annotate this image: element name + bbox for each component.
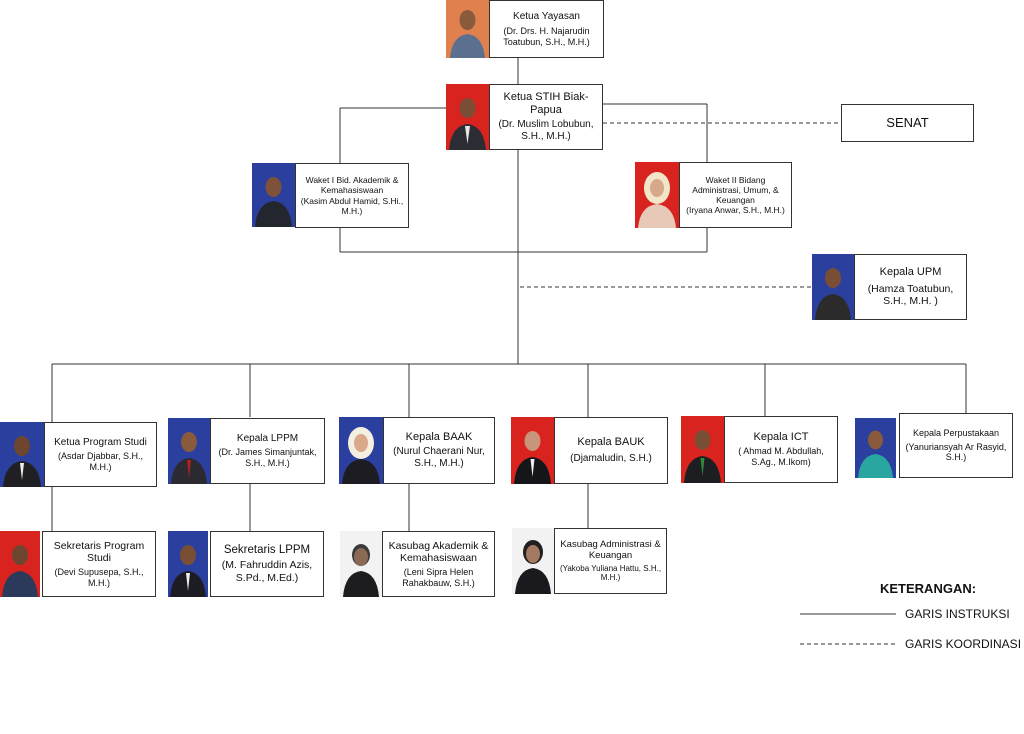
node-title: Kepala BAAK <box>405 430 473 443</box>
node-kepala-bauk: Kepala BAUK (Djamaludin, S.H.) <box>554 417 668 484</box>
node-title: Kepala LPPM <box>236 433 299 445</box>
node-person: (Dr. Muslim Lobubun, S.H., M.H.) <box>498 119 594 143</box>
legend-title: KETERANGAN: <box>880 581 977 596</box>
node-person: ( Ahmad M. Abdullah, S.Ag., M.Ikom) <box>738 446 824 468</box>
node-waket-1: Waket I Bid. Akademik & Kemahasiswaan (K… <box>295 163 409 228</box>
node-title: Ketua STIH Biak-Papua <box>503 90 589 116</box>
node-title: Waket II Bidang Administrasi, Umum, & Ke… <box>692 174 779 205</box>
node-ketua-prodi: Ketua Program Studi (Asdar Djabbar, S.H.… <box>44 422 157 487</box>
node-sekretaris-lppm: Sekretaris LPPM (M. Fahruddin Azis, S.Pd… <box>210 531 324 597</box>
node-kepala-baak: Kepala BAAK (Nurul Chaerani Nur, S.H., M… <box>383 417 495 484</box>
node-kepala-lppm: Kepala LPPM (Dr. James Simanjuntak, S.H.… <box>210 418 325 484</box>
node-person: (Djamaludin, S.H.) <box>570 452 652 464</box>
person-photo <box>339 417 383 484</box>
node-title: Kasubag Administrasi & Keuangan <box>560 539 661 562</box>
node-kepala-ict: Kepala ICT ( Ahmad M. Abdullah, S.Ag., M… <box>724 416 838 483</box>
node-person: (Asdar Djabbar, S.H., M.H.) <box>57 450 144 472</box>
person-photo <box>0 531 40 597</box>
person-photo <box>681 416 724 483</box>
node-person: (Iryana Anwar, S.H., M.H.) <box>686 205 785 216</box>
legend-solid-label: GARIS INSTRUKSI <box>905 607 1010 621</box>
node-title: Kepala Perpustakaan <box>912 427 1000 438</box>
node-sekretaris-prodi: Sekretaris Program Studi (Devi Supusepa,… <box>42 531 156 597</box>
node-person: (M. Fahruddin Azis, S.Pd., M.Ed.) <box>221 559 313 584</box>
node-title: Kepala BAUK <box>577 436 645 449</box>
node-senat: SENAT <box>841 104 974 142</box>
person-photo <box>635 162 679 228</box>
node-kasubag-akademik: Kasubag Akademik & Kemahasiswaan (Leni S… <box>382 531 495 597</box>
person-photo <box>0 422 44 487</box>
node-person: (Kasim Abdul Hamid, S.Hi., M.H.) <box>300 195 404 216</box>
node-kepala-upm: Kepala UPM (Hamza Toatubun, S.H., M.H. ) <box>854 254 967 320</box>
person-photo <box>252 163 295 227</box>
node-person: (Dr. Drs. H. Najarudin Toatubun, S.H., M… <box>503 25 590 47</box>
node-person: (Leni Sipra Helen Rahakbauw, S.H.) <box>402 566 475 588</box>
person-photo <box>446 0 489 58</box>
person-photo <box>340 531 382 597</box>
node-title: SENAT <box>886 115 929 131</box>
node-ketua-yayasan: Ketua Yayasan (Dr. Drs. H. Najarudin Toa… <box>489 0 604 58</box>
node-title: Ketua Program Studi <box>54 436 147 448</box>
node-waket-2: Waket II Bidang Administrasi, Umum, & Ke… <box>679 162 792 228</box>
node-person: (Hamza Toatubun, S.H., M.H. ) <box>867 282 954 308</box>
person-photo <box>812 254 854 320</box>
node-person: (Yanuriansyah Ar Rasyid, S.H.) <box>905 441 1007 463</box>
node-kasubag-administrasi: Kasubag Administrasi & Keuangan (Yakoba … <box>554 528 667 594</box>
node-title: Ketua Yayasan <box>513 10 580 22</box>
node-title: Waket I Bid. Akademik & Kemahasiswaan <box>305 175 399 196</box>
person-photo <box>512 528 554 594</box>
node-person: (Dr. James Simanjuntak, S.H., M.H.) <box>218 447 317 468</box>
node-title: Kasubag Akademik & Kemahasiswaan <box>388 539 489 565</box>
person-photo <box>168 531 208 597</box>
node-kepala-perpustakaan: Kepala Perpustakaan (Yanuriansyah Ar Ras… <box>899 413 1013 478</box>
person-photo <box>168 418 210 484</box>
legend-dashed-label: GARIS KOORDINASI <box>905 637 1022 651</box>
node-person: (Nurul Chaerani Nur, S.H., M.H.) <box>393 446 485 470</box>
node-title: Sekretaris LPPM <box>223 543 311 556</box>
person-photo <box>855 418 896 478</box>
node-person: (Devi Supusepa, S.H., M.H.) <box>54 566 144 588</box>
person-photo <box>446 84 489 150</box>
node-title: Kepala UPM <box>879 266 942 279</box>
node-ketua-stih: Ketua STIH Biak-Papua (Dr. Muslim Lobubu… <box>489 84 603 150</box>
person-photo <box>511 417 554 484</box>
node-title: Sekretaris Program Studi <box>53 539 145 565</box>
node-title: Kepala ICT <box>753 431 809 444</box>
node-person: (Yakoba Yuliana Hattu, S.H., M.H.) <box>559 563 662 583</box>
